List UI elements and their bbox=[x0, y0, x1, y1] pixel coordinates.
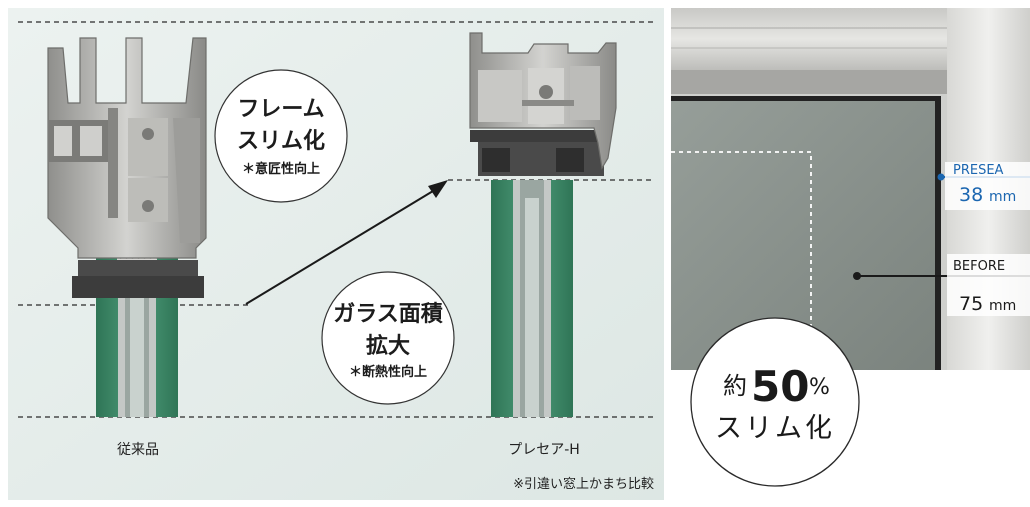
badge-caption: スリム化 bbox=[715, 413, 835, 444]
comparison-diagram: フレーム スリム化 ＊意匠性向上 ガラス面積 拡大 ＊断熱性向上 従来品 プレセ… bbox=[8, 8, 664, 500]
glass-bubble-note: ＊断熱性向上 bbox=[349, 364, 427, 380]
top-rail bbox=[671, 8, 947, 70]
comparison-footnote: ※引違い窓上かまち比較 bbox=[513, 476, 654, 492]
arrow-head bbox=[428, 180, 448, 198]
cross-section-comparison: フレーム スリム化 ＊意匠性向上 ガラス面積 拡大 ＊断熱性向上 従来品 プレセ… bbox=[8, 8, 664, 500]
frame-bubble-note: ＊意匠性向上 bbox=[242, 161, 320, 177]
product-label: プレセア-H bbox=[508, 442, 580, 458]
glass-area-bubble: ガラス面積 拡大 ＊断熱性向上 bbox=[321, 271, 455, 405]
before-label: BEFORE bbox=[953, 259, 1005, 274]
improvement-arrow bbox=[245, 187, 439, 305]
frame-bubble-line1: フレーム bbox=[237, 97, 324, 122]
before-unit: mm bbox=[989, 298, 1016, 314]
conventional-label: 従来品 bbox=[117, 442, 159, 458]
glass-bubble-line2: 拡大 bbox=[366, 334, 410, 359]
presea-unit: mm bbox=[989, 189, 1016, 205]
before-value: 75 bbox=[959, 293, 983, 315]
conventional-frame-section bbox=[47, 37, 207, 417]
badge-percent: % bbox=[809, 375, 830, 400]
frame-bubble-line2: スリム化 bbox=[237, 128, 325, 154]
old-frame-outline bbox=[671, 151, 812, 370]
slim-percent-badge: 約 50 % スリム化 bbox=[690, 317, 860, 487]
frame-edge bbox=[935, 96, 941, 370]
presea-label: PRESEA bbox=[953, 163, 1004, 178]
badge-prefix: 約 bbox=[723, 372, 747, 400]
presea-value: 38 bbox=[959, 184, 983, 206]
frame-slim-bubble: フレーム スリム化 ＊意匠性向上 bbox=[214, 69, 348, 203]
photo-diagram: PRESEA 38 mm BEFORE 75 mm 約 50 % スリム化 bbox=[671, 8, 1030, 500]
glass-bubble-line1: ガラス面積 bbox=[333, 302, 444, 327]
window-photo-detail: PRESEA 38 mm BEFORE 75 mm 約 50 % スリム化 bbox=[671, 8, 1030, 500]
product-frame-section bbox=[469, 32, 617, 417]
badge-number: 50 bbox=[751, 362, 809, 411]
